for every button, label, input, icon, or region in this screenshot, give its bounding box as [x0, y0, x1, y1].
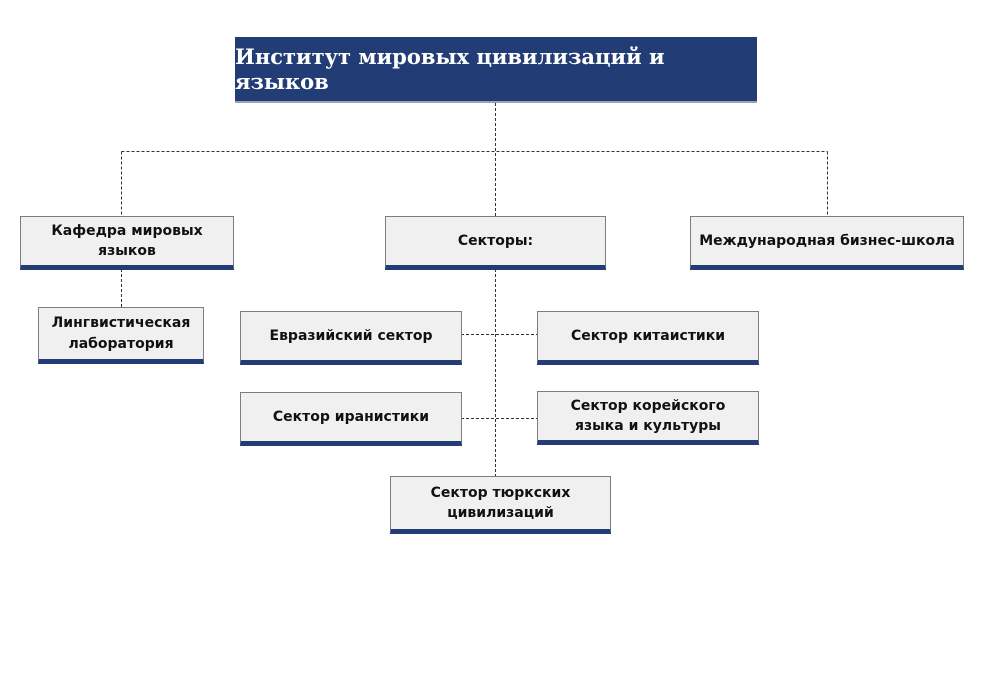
ling-lab-box: Лингвистическая лаборатория — [38, 307, 204, 364]
business-school-box: Международная бизнес-школа — [690, 216, 964, 270]
sector-korean-box: Сектор корейского языка и культуры — [537, 391, 759, 445]
sectors-header-label: Секторы: — [457, 232, 534, 249]
sector-iranian-label: Сектор иранистики — [272, 408, 430, 425]
sector-iranian-box: Сектор иранистики — [240, 392, 462, 446]
sector-eurasian-label: Евразийский сектор — [269, 327, 433, 344]
sector-chinese-box: Сектор китаистики — [537, 311, 759, 365]
sector-korean-label: Сектор корейского языка и культуры — [570, 397, 726, 434]
sector-turkic-box: Сектор тюркских цивилизаций — [390, 476, 611, 534]
ling-lab-label: Лингвистическая лаборатория — [51, 315, 191, 352]
business-school-label: Международная бизнес-школа — [699, 232, 955, 249]
sector-turkic-label: Сектор тюркских цивилизаций — [430, 484, 571, 521]
sectors-header-box: Секторы: — [385, 216, 606, 270]
sector-chinese-label: Сектор китаистики — [570, 327, 726, 344]
institute-title: Институт мировых цивилизаций и языков — [235, 37, 757, 103]
kafedra-box: Кафедра мировых языков — [20, 216, 234, 270]
sector-eurasian-box: Евразийский сектор — [240, 311, 462, 365]
kafedra-label: Кафедра мировых языков — [51, 222, 203, 259]
